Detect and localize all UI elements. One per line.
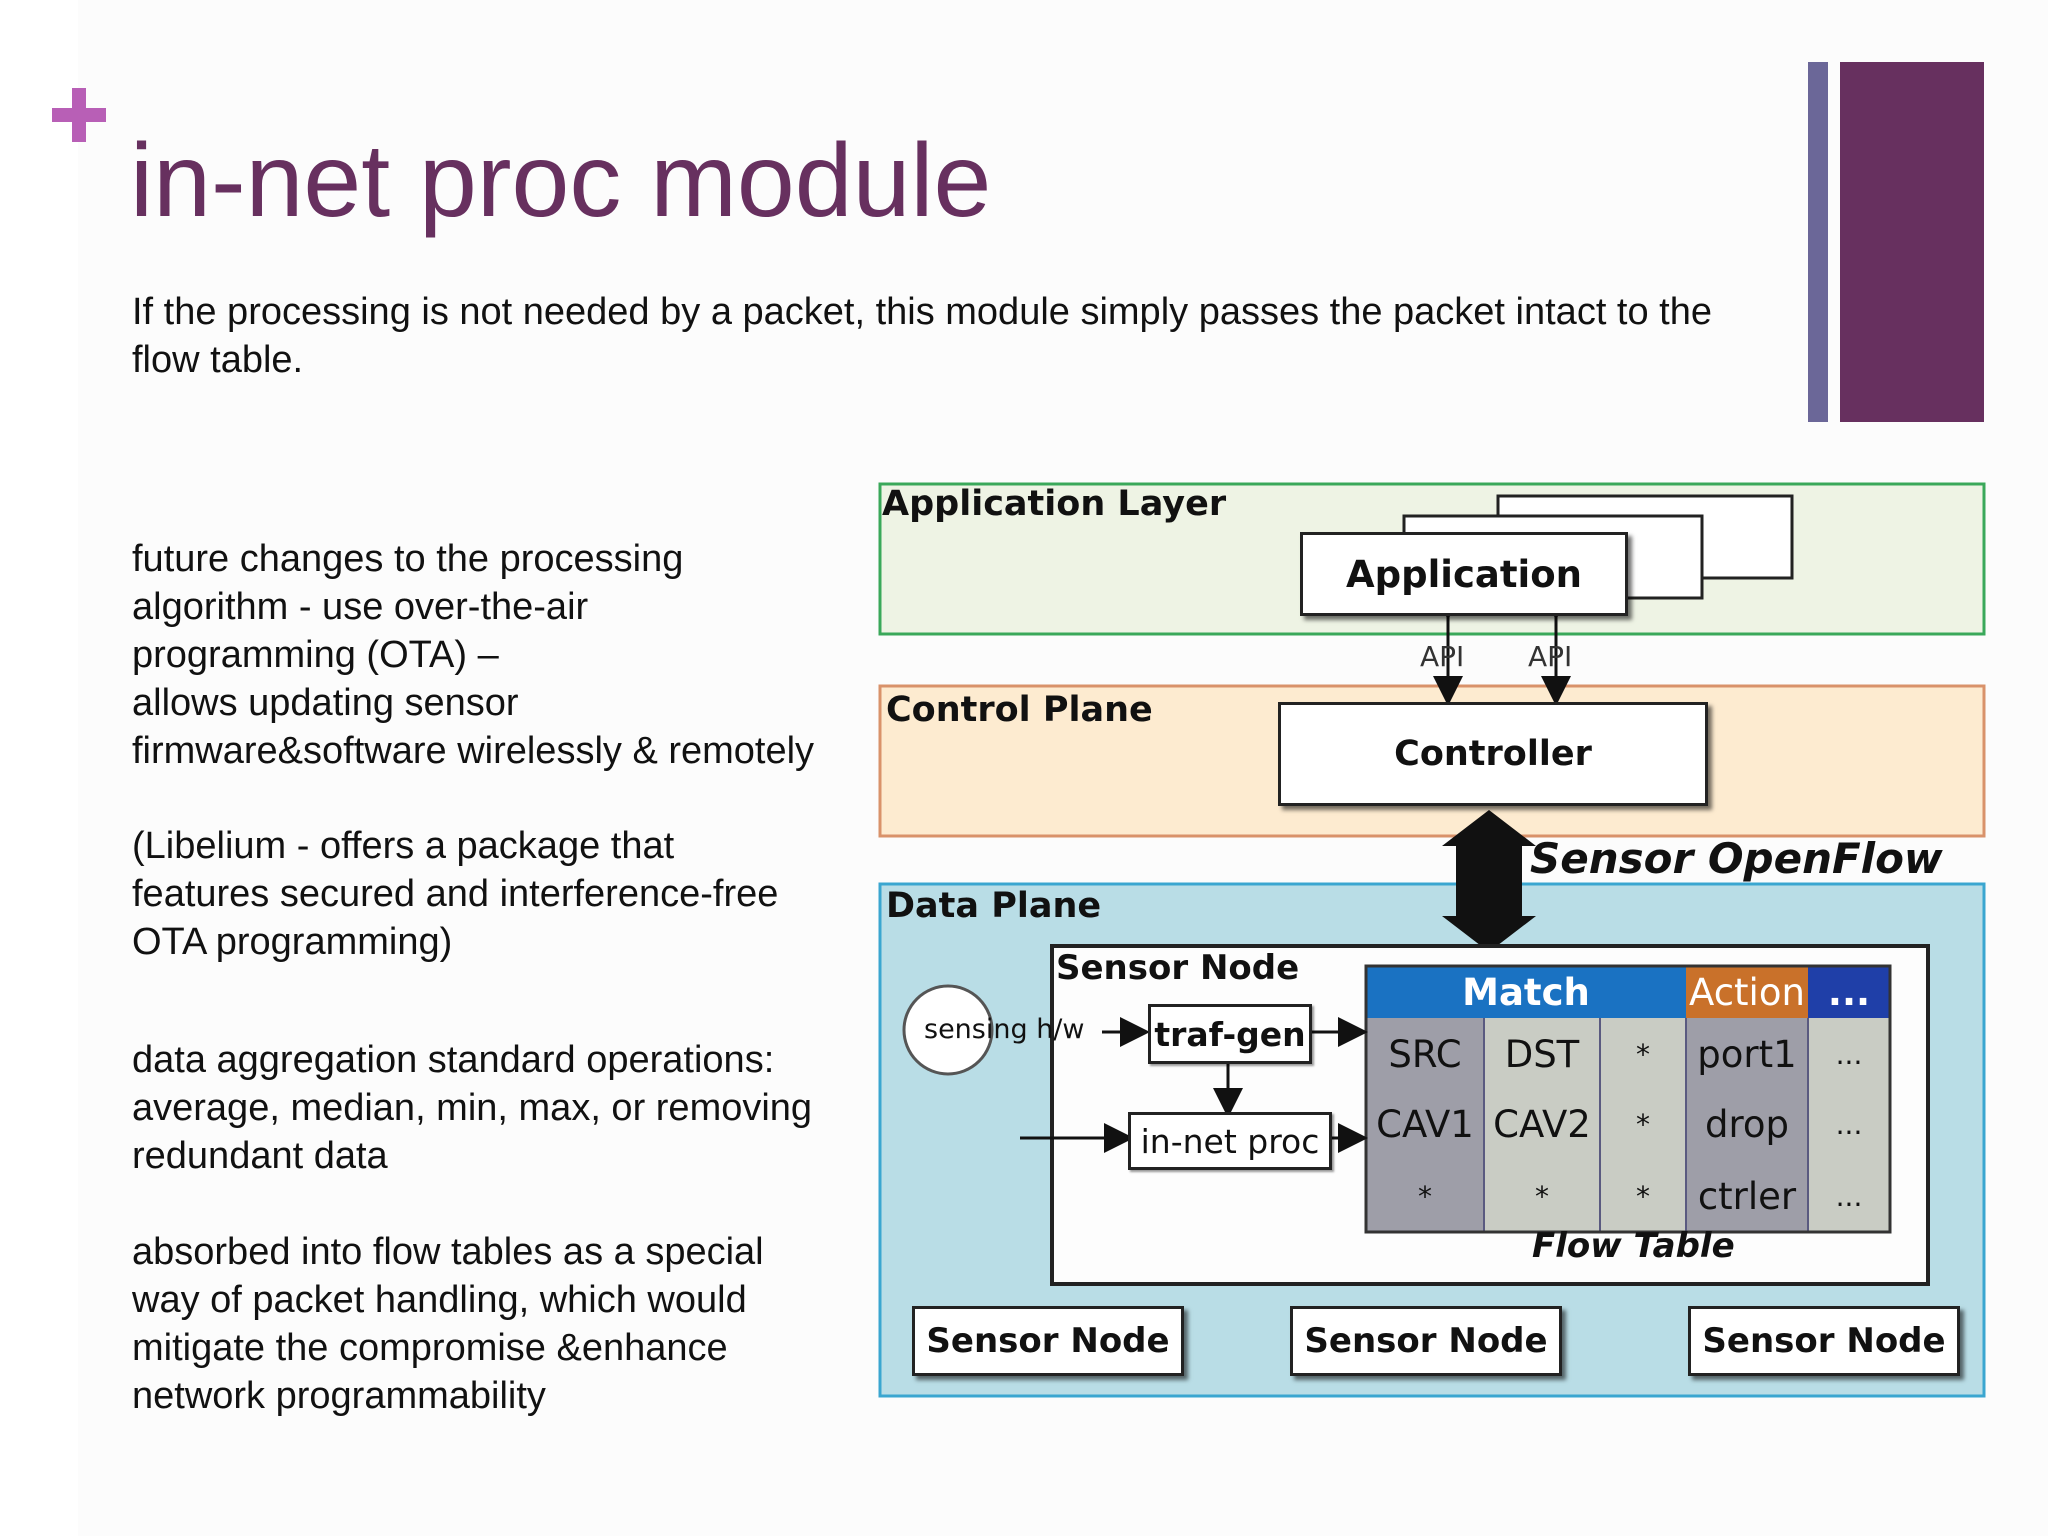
- text-line: features secured and interference-free: [132, 873, 779, 915]
- text-line: absorbed into flow tables as a special: [132, 1231, 764, 1273]
- flow-table-cell: DST: [1504, 1032, 1580, 1076]
- sensor-node-box: Sensor Node: [1290, 1306, 1562, 1376]
- control-plane-label: Control Plane: [886, 690, 1153, 730]
- sensor-openflow-label: Sensor OpenFlow: [1530, 834, 1943, 883]
- text-line: OTA programming): [132, 921, 453, 963]
- flow-table-cell: *: [1636, 1037, 1650, 1071]
- in-net-proc-box: in-net proc: [1128, 1112, 1332, 1170]
- flow-table-cell: *: [1418, 1179, 1432, 1213]
- text-line: future changes to the processing: [132, 538, 684, 580]
- plus-icon: [52, 88, 106, 142]
- paragraph-ota: future changes to the processing algorit…: [132, 535, 862, 775]
- paragraph-flow-tables: absorbed into flow tables as a special w…: [132, 1228, 862, 1420]
- flow-table-cell: CAV2: [1493, 1102, 1591, 1146]
- text-line: way of packet handling, which would: [132, 1279, 747, 1321]
- flow-table-cell: *: [1535, 1179, 1549, 1213]
- accent-bar-thin: [1808, 62, 1828, 422]
- text-line: allows updating sensor: [132, 682, 519, 724]
- sensing-hw-label: sensing h/w: [924, 1014, 1085, 1045]
- sensor-node-label: Sensor Node: [1056, 948, 1300, 988]
- api-label: API: [1420, 640, 1465, 673]
- sensor-node-box: Sensor Node: [1688, 1306, 1960, 1376]
- flow-table-cell: CAV1: [1376, 1102, 1474, 1146]
- match-header-label: Match: [1462, 970, 1590, 1014]
- text-line: firmware&software wirelessly & remotely: [132, 730, 815, 772]
- application-layer-label: Application Layer: [882, 484, 1227, 524]
- sensor-node-box: Sensor Node: [912, 1306, 1184, 1376]
- action-header-label: Action: [1689, 970, 1805, 1014]
- action-header: [1686, 966, 1808, 1018]
- slide-title: in-net proc module: [130, 123, 992, 239]
- text-line: mitigate the compromise &enhance: [132, 1327, 728, 1369]
- text-line: data aggregation standard operations:: [132, 1039, 775, 1081]
- intro-text: If the processing is not needed by a pac…: [132, 291, 1713, 381]
- text-line: (Libelium - offers a package that: [132, 825, 675, 867]
- text-line: network programmability: [132, 1375, 546, 1417]
- data-plane-label: Data Plane: [886, 886, 1102, 926]
- text-line: algorithm - use over-the-air: [132, 586, 589, 628]
- application-box: Application: [1300, 532, 1628, 616]
- flow-table-cell: ...: [1835, 1037, 1863, 1071]
- text-line: programming (OTA) –: [132, 634, 499, 676]
- flow-table-cell: ...: [1835, 1179, 1863, 1213]
- more-header-label: ...: [1827, 970, 1871, 1014]
- flow-table-cell: drop: [1704, 1102, 1789, 1146]
- text-line: average, median, min, max, or removing: [132, 1087, 813, 1129]
- paragraph-aggregation: data aggregation standard operations: av…: [132, 1036, 862, 1180]
- flow-table-cell: *: [1636, 1107, 1650, 1141]
- more-header: [1808, 966, 1890, 1018]
- sensing-hw-circle: [902, 984, 994, 1076]
- flow-table-cell: ...: [1835, 1107, 1863, 1141]
- sensor-openflow-diagram: Application Layer Application API API Co…: [872, 474, 1992, 1404]
- text-line: redundant data: [132, 1135, 388, 1177]
- flow-table-cell: port1: [1697, 1032, 1797, 1076]
- flow-table-cell: ctrler: [1697, 1174, 1797, 1218]
- match-header: [1366, 966, 1686, 1018]
- flow-table-cell: *: [1636, 1179, 1650, 1213]
- flow-table-label: Flow Table: [1532, 1226, 1735, 1266]
- openflow-double-arrow: [1442, 810, 1536, 952]
- flow-table-cell: SRC: [1388, 1032, 1462, 1076]
- paragraph-libelium: (Libelium - offers a package that featur…: [132, 822, 862, 966]
- accent-bar-wide: [1840, 62, 1984, 422]
- traf-gen-box: traf-gen: [1148, 1004, 1312, 1064]
- controller-box: Controller: [1278, 702, 1708, 806]
- api-label: API: [1528, 640, 1573, 673]
